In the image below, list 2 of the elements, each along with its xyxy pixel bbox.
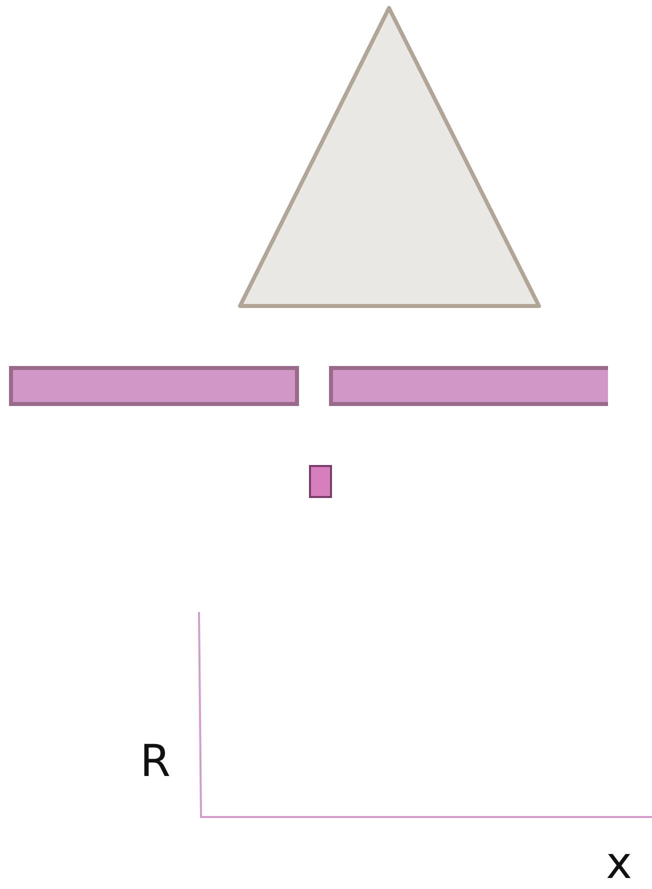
axis-label: x: [606, 842, 632, 886]
axis-label: R: [140, 740, 171, 784]
